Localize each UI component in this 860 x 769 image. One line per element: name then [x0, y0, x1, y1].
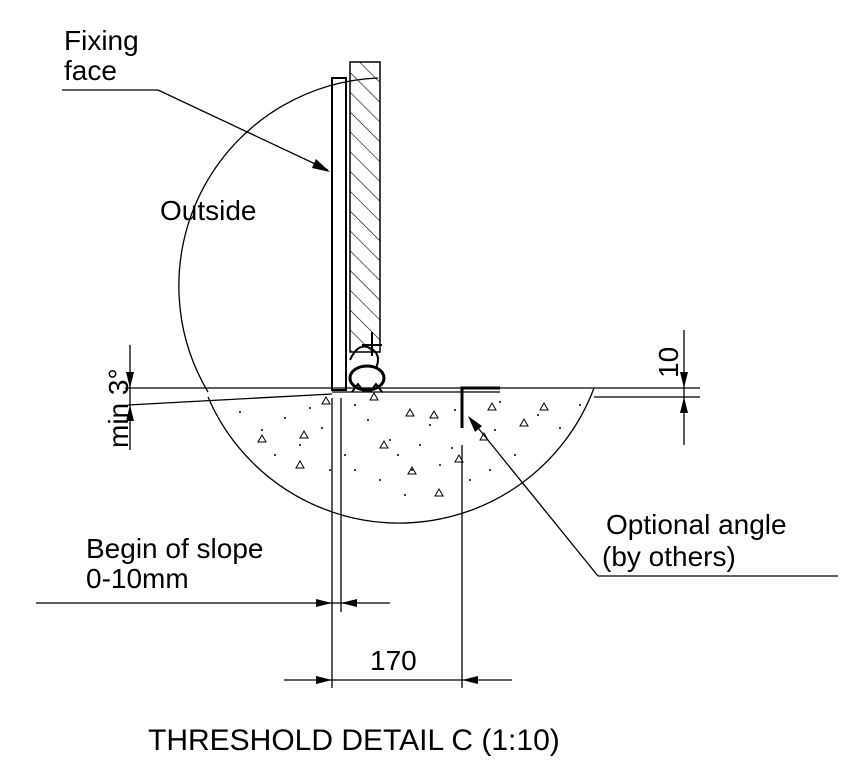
fixing-face-arrow — [312, 159, 330, 172]
bottom-seal — [348, 332, 386, 393]
optional-angle-leader — [469, 417, 599, 577]
begin-slope-label: Begin of slope — [86, 533, 263, 564]
concrete-slab — [239, 401, 581, 496]
frame-profile — [331, 77, 347, 391]
slope-begin-arrow-left — [316, 599, 332, 607]
slope-line — [127, 393, 333, 406]
concrete-aggregate — [257, 391, 549, 497]
optional-angle-label: Optional angle — [606, 509, 787, 540]
outside-label: Outside — [160, 195, 257, 226]
slope-begin-arrow-right — [341, 599, 357, 607]
optional-angle-label-2: (by others) — [602, 541, 736, 572]
slope-dim-arrow-top — [126, 372, 134, 388]
dim-170-label: 170 — [370, 645, 417, 676]
slope-dim-arrow-bottom — [126, 405, 134, 421]
min-slope-label: min 3° — [103, 368, 134, 448]
dim-10-arrow-top — [680, 372, 688, 388]
dim-170-arrow-right — [462, 676, 478, 684]
drawing-title: THRESHOLD DETAIL C (1:10) — [148, 724, 560, 757]
optional-angle-arrow — [468, 416, 482, 432]
dim-170-arrow-left — [316, 676, 332, 684]
door-leaf-hatched — [349, 61, 381, 353]
fixing-face-leader — [157, 89, 329, 171]
detail-circle-upper — [178, 77, 379, 393]
optional-angle — [460, 386, 500, 428]
dim-10-label: 10 — [653, 347, 684, 378]
fixing-face-label-2: face — [64, 55, 117, 86]
fixing-face-label: Fixing — [64, 25, 139, 56]
detail-circle-lower — [207, 387, 595, 524]
dim-10-arrow-bottom — [680, 397, 688, 413]
begin-slope-label-2: 0-10mm — [86, 563, 189, 594]
